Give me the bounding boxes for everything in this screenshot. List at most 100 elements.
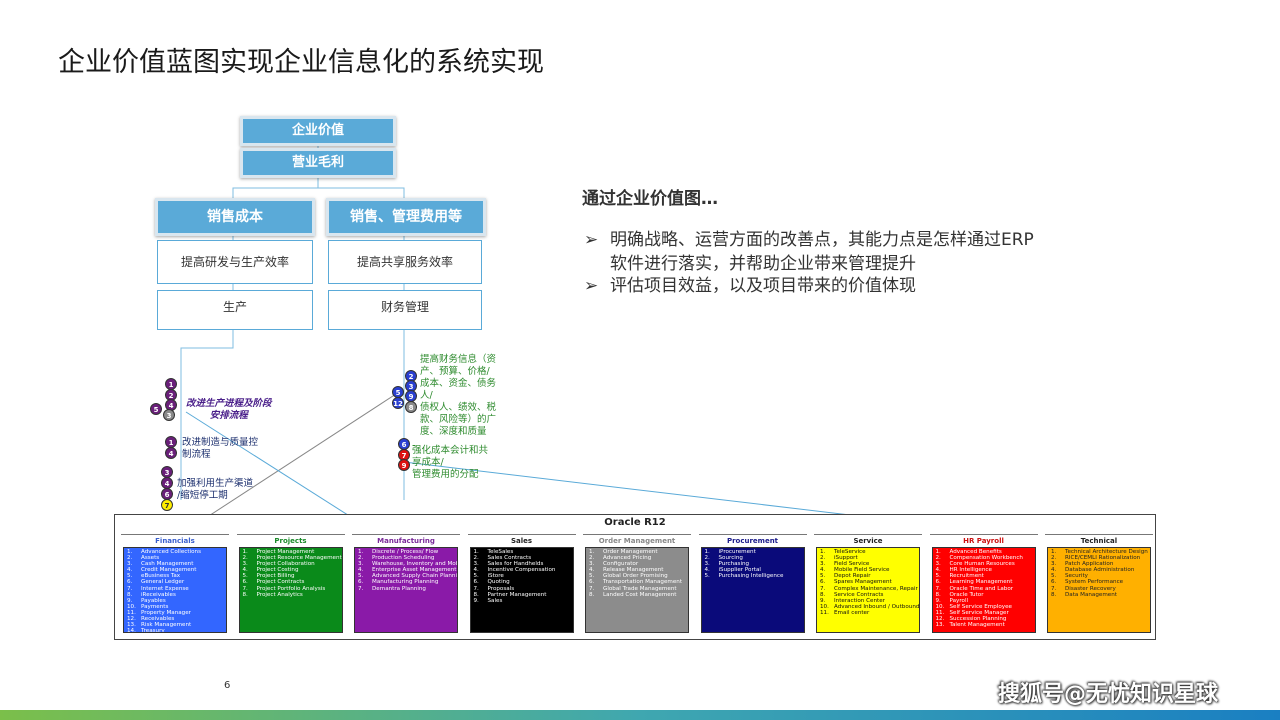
left-annotation-3: 加强利用生产渠道 /缩短停工期 xyxy=(177,478,254,501)
oracle-module-item: 7.Global Trade Management xyxy=(589,585,677,592)
oracle-module-item: 1.TeleSales xyxy=(473,549,514,555)
oracle-module-item: 9.Sales xyxy=(473,597,503,604)
right-annotation-2: 强化成本会计和共 享成本/ 管理费用的分配 xyxy=(412,445,489,480)
bullet-2: ➢评估项目效益，以及项目带来的价值体现 xyxy=(584,274,916,298)
oracle-module-item: 14.Treasury xyxy=(127,628,165,633)
oracle-module-item: 13.Talent Management xyxy=(935,622,1005,629)
oracle-module-item: 5.Security xyxy=(1051,573,1088,580)
oracle-column-title: HR Payroll xyxy=(929,534,1038,547)
oracle-module-item: 4.Incentive Compensation xyxy=(473,567,556,574)
oracle-module-item: 4.HR Intelligence xyxy=(935,567,992,574)
oracle-column-title: Manufacturing xyxy=(352,534,460,547)
oracle-module-item: 5.Purchasing Intelligence xyxy=(704,573,784,580)
badge-r12: 12 xyxy=(392,397,404,409)
oracle-module-item: 2.Project Resource Management xyxy=(242,555,342,562)
oracle-column-title: Procurement xyxy=(698,534,807,547)
badge-1b: 1 xyxy=(165,436,177,448)
production-box: 生产 xyxy=(157,290,313,330)
shared-service-box: 提高共享服务效率 xyxy=(328,240,482,284)
bullet-2-text: 评估项目效益，以及项目带来的价值体现 xyxy=(610,276,916,296)
badge-r9: 9 xyxy=(405,390,417,402)
bullet-1-text: 明确战略、运营方面的改善点，其能力点是怎样通过ERP 软件进行落实，并帮助企业带… xyxy=(610,230,1034,274)
oracle-module-item: 3.Purchasing xyxy=(704,561,750,568)
oracle-module-item: 1.Discrete / Process/ Flow xyxy=(358,549,439,555)
oracle-module-item: 13.Risk Management xyxy=(127,622,192,629)
oracle-module-item: 2.RICE/CEMLI Rationalization xyxy=(1051,555,1141,562)
watermark: 搜狐号@无忧知识星球 xyxy=(998,682,1219,707)
badge-r9b: 9 xyxy=(398,459,410,471)
right-annotation-1: 提高财务信息（资 产、预算、价格/ 成本、资金、债务 人/ 债权人、绩效、税 款… xyxy=(420,354,497,437)
oracle-module-item: 7.Project Portfolio Analysis xyxy=(242,585,326,592)
oracle-module-item: 6.Quoting xyxy=(473,579,510,586)
oracle-module-item: 5.Advanced Supply Chain Planning xyxy=(358,573,458,580)
oracle-module-item: 1.iProcurement xyxy=(704,549,756,555)
oracle-module-item: 6.General Ledger xyxy=(127,579,185,586)
left-annotation-1: 改进生产进程及阶段 安排流程 xyxy=(186,398,272,421)
oracle-module-item: 2.Advanced Pricing xyxy=(589,555,652,562)
oracle-module-item: 5.iStore xyxy=(473,573,504,580)
oracle-module-item: 7.Demantra Planning xyxy=(358,585,426,592)
oracle-module-item: 1.Advanced Collections xyxy=(127,549,201,555)
oracle-module-item: 4.Mobile Field Service xyxy=(820,567,890,574)
oracle-module-item: 8.Oracle Tutor xyxy=(935,591,984,598)
oracle-module-item: 5.Global Order Promising xyxy=(589,573,668,580)
oracle-module-item: 9.Interaction Center xyxy=(820,597,885,604)
oracle-module-item: 3.Core Human Resources xyxy=(935,561,1015,568)
oracle-module-item: 6.Spares Management xyxy=(820,579,892,586)
oracle-module-item: 7.Proposals xyxy=(473,585,515,592)
left-annotation-2: 改进制造与质量控 制流程 xyxy=(182,437,259,460)
oracle-module-item: 8.iReceivables xyxy=(127,591,176,598)
oracle-module-item: 12.Receivables xyxy=(127,616,175,623)
oracle-module-item: 4.Credit Management xyxy=(127,567,197,574)
badge-4c: 4 xyxy=(161,477,173,489)
oracle-module-item: 11.Self Service Manager xyxy=(935,609,1009,616)
badge-4b: 4 xyxy=(165,447,177,459)
oracle-module-item: 8.Landed Cost Management xyxy=(589,591,677,598)
oracle-module-item: 2.Sourcing xyxy=(704,555,743,562)
oracle-module-item: 3.Patch Application xyxy=(1051,561,1114,568)
oracle-module-item: 8.Project Analytics xyxy=(242,591,303,598)
oracle-module-item: 6.Learning Management xyxy=(935,579,1013,586)
oracle-column-title: Service xyxy=(814,534,922,547)
oracle-module-item: 8.Data Management xyxy=(1051,591,1117,598)
oracle-column-title: Financials xyxy=(121,534,229,547)
gross-margin-box: 营业毛利 xyxy=(240,148,396,178)
oracle-module-item: 2.Assets xyxy=(127,555,160,562)
oracle-module-item: 4.Release Management xyxy=(589,567,664,574)
oracle-module-item: 6.System Performance xyxy=(1051,579,1124,586)
oracle-module-item: 7.Complex Maintenance, Repair & Overhaul xyxy=(820,585,919,592)
oracle-module-item: 7.Disaster Recovery xyxy=(1051,585,1116,592)
oracle-module-item: 1.Order Management xyxy=(589,549,658,555)
oracle-module-item: 3.Field Service xyxy=(820,561,870,568)
oracle-module-item: 5.Recruitment xyxy=(935,573,984,580)
oracle-module-item: 11.Email center xyxy=(820,609,870,616)
oracle-module-item: 2.Compensation Workbench xyxy=(935,555,1023,562)
oracle-module-item: 2.iSupport xyxy=(820,555,858,562)
oracle-module-item: 4.Project Costing xyxy=(242,567,299,574)
oracle-module-item: 9.Payroll xyxy=(935,597,969,604)
page-title: 企业价值蓝图实现企业信息化的系统实现 xyxy=(58,47,544,78)
oracle-module-item: 6.Manufacturing Planning xyxy=(358,579,439,586)
oracle-module-item: 3.Project Collaboration xyxy=(242,561,315,568)
oracle-module-item: 4.Enterprise Asset Management xyxy=(358,567,457,574)
badge-3: 3 xyxy=(163,409,175,421)
oracle-column-title: Projects xyxy=(236,534,345,547)
sales-cost-box: 销售成本 xyxy=(155,198,315,236)
oracle-module-item: 1.Project Management xyxy=(242,549,315,555)
oracle-module-item: 1.Technical Architecture Design xyxy=(1051,549,1148,555)
oracle-module-item: 9.Payables xyxy=(127,597,166,604)
